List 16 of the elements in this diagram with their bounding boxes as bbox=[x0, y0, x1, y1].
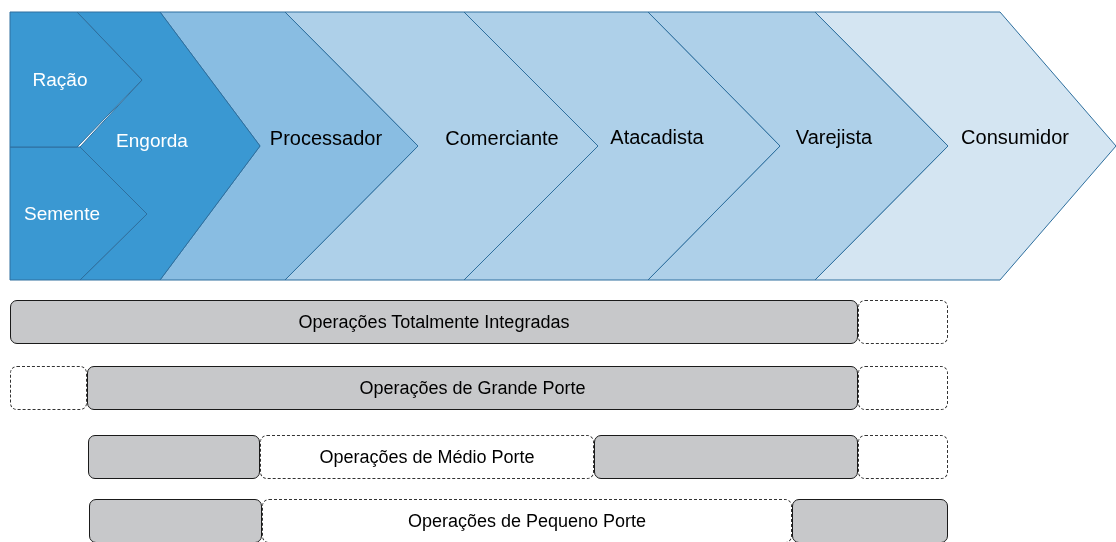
filled-segment bbox=[594, 435, 858, 479]
operation-bar: Operações de Grande Porte bbox=[87, 366, 858, 410]
filled-segment bbox=[89, 499, 262, 542]
stage-label: Engorda bbox=[116, 130, 188, 152]
operation-bar: Operações Totalmente Integradas bbox=[10, 300, 858, 344]
stage-label: Ração bbox=[32, 69, 88, 91]
stage-label: Atacadista bbox=[610, 125, 704, 149]
dashed-operation-box: Operações de Pequeno Porte bbox=[262, 499, 792, 542]
filled-segment bbox=[88, 435, 260, 479]
filled-segment bbox=[792, 499, 948, 542]
stage-label: Comerciante bbox=[445, 126, 559, 150]
stage-label: Semente bbox=[24, 203, 100, 225]
stage-label: Processador bbox=[269, 126, 383, 150]
dashed-operation-box: Operações de Médio Porte bbox=[260, 435, 594, 479]
stage-label: Consumidor bbox=[961, 125, 1069, 149]
stage-label: Varejista bbox=[795, 125, 873, 149]
